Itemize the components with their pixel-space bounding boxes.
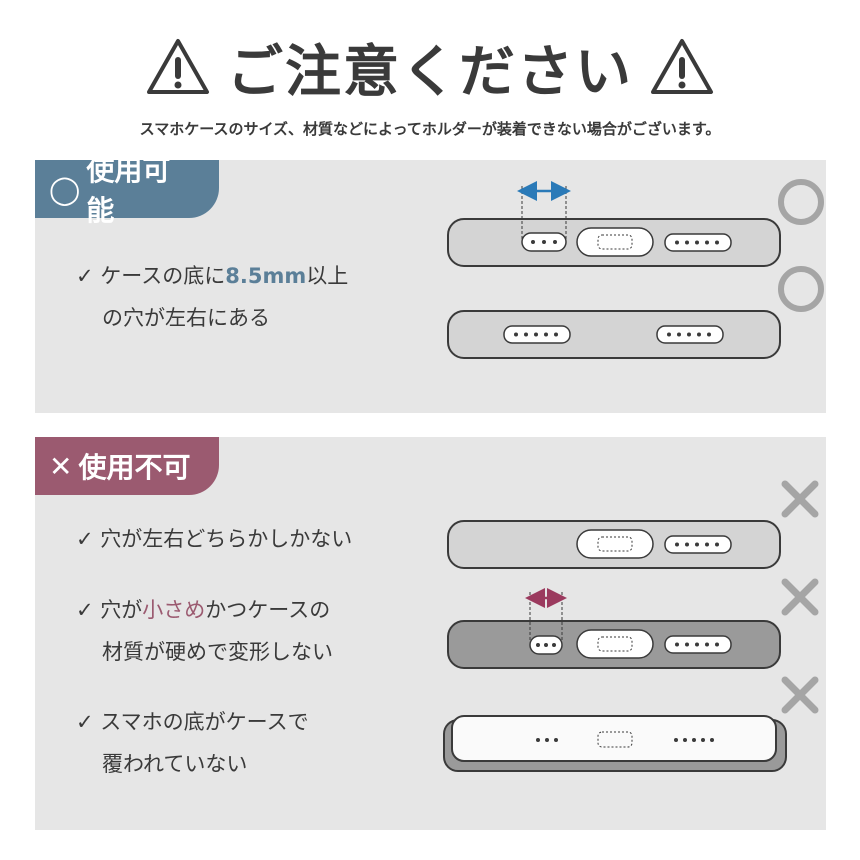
- case-ng-3: [443, 676, 819, 772]
- case-ok-1: [447, 179, 824, 267]
- subtitle: スマホケースのサイズ、材質などによってホルダーが装着できない場合がございます。: [139, 120, 721, 138]
- ng-item-3-line-1: ✓ スマホの底がケースで: [76, 710, 309, 734]
- size-highlight: 8.5mm: [225, 264, 307, 288]
- check-icon: ✓: [76, 527, 94, 551]
- ok-line-2: の穴が左右にある: [102, 306, 270, 330]
- ng-item-1: ✓ 穴が左右どちらかしかない: [76, 527, 353, 551]
- cross-ng-icon: [781, 578, 819, 616]
- ng-tag-label: 使用不可: [78, 451, 191, 484]
- page-title: ご注意ください: [0, 22, 860, 112]
- check-icon: ✓: [76, 598, 94, 622]
- circle-ok-icon: [778, 179, 824, 225]
- warning-triangle-icon: [651, 39, 713, 94]
- ng-tag: ✕ 使用不可: [35, 437, 219, 495]
- small-highlight: 小さめ: [142, 598, 206, 622]
- case-ok-2: [447, 266, 824, 359]
- ok-line-1: ✓ ケースの底に8.5mm以上: [76, 264, 349, 288]
- ng-item-3-line-2: 覆われていない: [102, 752, 248, 776]
- check-icon: ✓: [76, 264, 94, 288]
- ok-panel: ◯ 使用可能: [35, 154, 826, 413]
- cross-ng-icon: [781, 480, 819, 518]
- circle-ok-icon: [778, 266, 824, 312]
- cross-ng-icon: [781, 676, 819, 714]
- cross-ng-icon: ✕: [49, 449, 73, 483]
- case-ng-1: [447, 480, 819, 569]
- check-icon: ✓: [76, 710, 94, 734]
- ok-tag-label: 使用可能: [86, 154, 171, 227]
- circle-ok-icon: ◯: [49, 172, 81, 206]
- case-ng-2: [447, 578, 819, 669]
- ng-item-2-line-1: ✓ 穴が小さめかつケースの: [76, 598, 331, 622]
- warning-triangle-icon: [147, 39, 209, 94]
- title-text: ご注意ください: [227, 39, 633, 105]
- ng-item-2-line-2: 材質が硬めで変形しない: [102, 640, 333, 664]
- ok-tag: ◯ 使用可能: [35, 154, 219, 227]
